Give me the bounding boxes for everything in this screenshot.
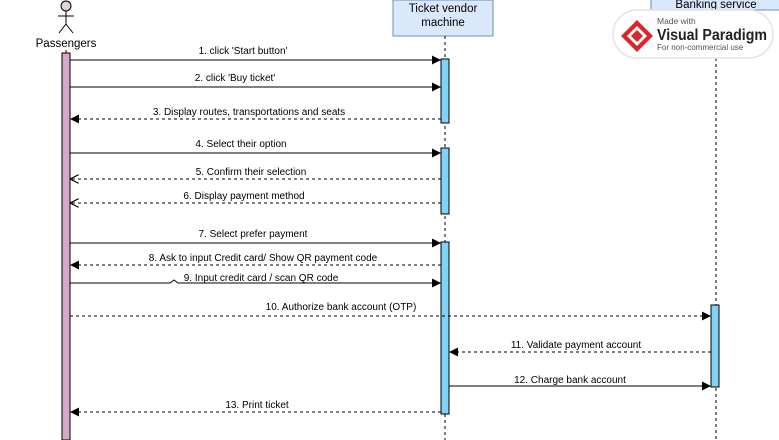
watermark-badge: Made with Visual Paradigm For non-commer… — [612, 9, 774, 59]
message-label: 2. click 'Buy ticket' — [195, 73, 276, 84]
message-arrow — [70, 278, 441, 288]
message-label: 1. click 'Start button' — [199, 46, 288, 57]
message-label: 7. Select prefer payment — [199, 229, 308, 240]
bank-label: Banking service — [675, 0, 756, 11]
message-label: 8. Ask to input Credit card/ Show QR pay… — [149, 253, 378, 264]
message-label: 9. Input credit card / scan QR code — [184, 273, 339, 284]
message-label: 11. Validate payment account — [511, 340, 641, 351]
watermark-brand: Visual Paradigm — [657, 27, 767, 44]
machine-label-line2: machine — [421, 17, 464, 29]
message-label: 4. Select their option — [195, 139, 286, 150]
machine-activation-3 — [440, 241, 450, 415]
message-label: 5. Confirm their selection — [196, 167, 307, 178]
watermark-line1: Made with — [657, 16, 696, 26]
message-label: 13. Print ticket — [225, 400, 289, 411]
message-label: 3. Display routes, transportations and s… — [153, 107, 345, 118]
watermark-line3: For non-commercial use — [657, 43, 744, 52]
message-label: 12. Charge bank account — [514, 375, 626, 386]
machine-header — [392, 0, 494, 37]
machine-activation-2 — [440, 147, 450, 215]
passenger-activation — [61, 52, 71, 440]
message-label: 6. Display payment method — [183, 191, 304, 202]
visual-paradigm-logo-icon — [621, 20, 653, 52]
machine-label-line1: Ticket vendor — [409, 3, 478, 15]
message-label: 10. Authorize bank account (OTP) — [266, 302, 417, 313]
passenger-actor-icon — [58, 0, 74, 34]
bank-activation — [710, 304, 720, 388]
machine-activation-1 — [440, 58, 450, 124]
passenger-label: Passengers — [36, 38, 97, 50]
